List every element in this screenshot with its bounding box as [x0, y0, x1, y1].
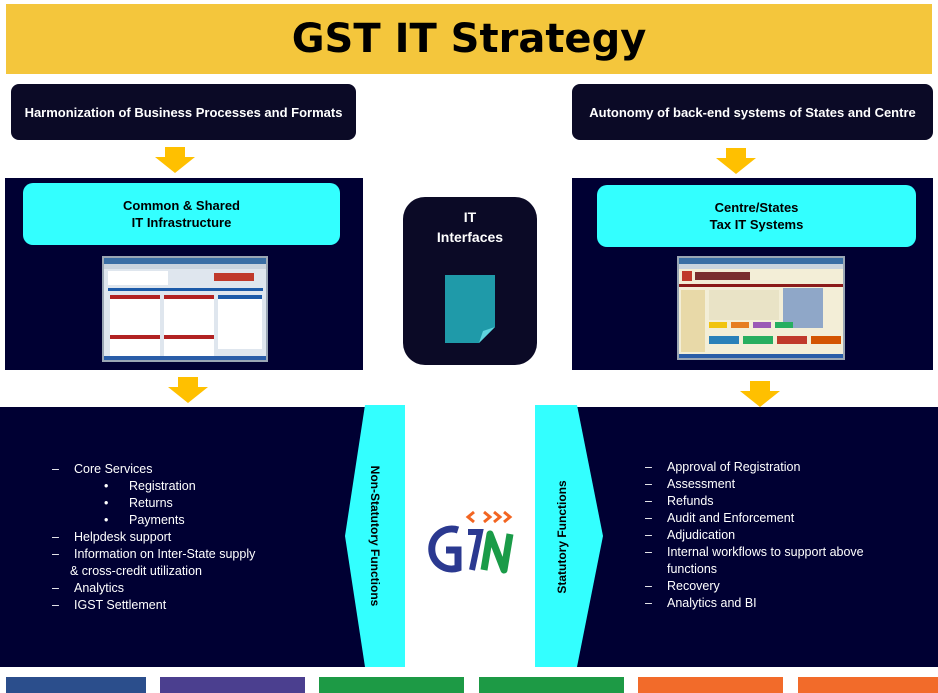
- non-statutory-chevron: [345, 405, 405, 667]
- document-icon: [445, 275, 495, 343]
- website-screenshot-right: [677, 256, 845, 360]
- tax-systems-line1: Centre/States: [714, 200, 799, 215]
- down-arrow-icon: [716, 148, 756, 174]
- list-item: •Returns: [104, 496, 173, 510]
- list-item: –Helpdesk support: [52, 530, 172, 544]
- non-statutory-label: Non-Statutory Functions: [368, 465, 382, 607]
- footer-strip: [479, 677, 624, 693]
- list-item: –IGST Settlement: [52, 598, 167, 612]
- statutory-list: –Approval of Registration –Assessment –R…: [645, 459, 930, 612]
- list-item: –Internal workflows to support above: [645, 545, 864, 559]
- website-screenshot-left: [102, 256, 268, 362]
- statutory-chevron: [535, 405, 603, 667]
- common-infra-box: Common & Shared IT Infrastructure: [23, 183, 340, 245]
- list-item: •Registration: [104, 479, 196, 493]
- list-item: –Assessment: [645, 477, 736, 491]
- it-interfaces-line2: Interfaces: [436, 229, 504, 245]
- list-item: functions: [667, 562, 718, 576]
- tax-systems-line2: Tax IT Systems: [709, 217, 804, 232]
- right-header-text: Autonomy of back-end systems of States a…: [589, 104, 916, 120]
- list-item: –Refunds: [645, 494, 714, 508]
- tax-systems-box: Centre/States Tax IT Systems: [597, 185, 916, 247]
- list-item: –Audit and Enforcement: [645, 511, 795, 525]
- non-statutory-list: –Core Services •Registration •Returns •P…: [52, 461, 352, 614]
- list-item: & cross-credit utilization: [70, 564, 202, 578]
- footer-strip: [319, 677, 464, 693]
- footer-strip: [638, 677, 783, 693]
- down-arrow-icon: [168, 377, 208, 403]
- list-item: –Information on Inter-State supply: [52, 547, 256, 561]
- left-header-text: Harmonization of Business Processes and …: [24, 104, 343, 120]
- footer-strip: [798, 677, 938, 693]
- it-interfaces-line1: IT: [463, 209, 477, 225]
- statutory-label: Statutory Functions: [555, 480, 569, 594]
- list-item: –Analytics and BI: [645, 596, 757, 610]
- list-item: •Payments: [104, 513, 185, 527]
- non-statutory-panel: [0, 407, 365, 667]
- gstn-logo-icon: [428, 510, 514, 574]
- list-item: –Approval of Registration: [645, 460, 801, 474]
- footer-strip: [160, 677, 305, 693]
- common-infra-line1: Common & Shared: [122, 198, 240, 213]
- statutory-panel: [573, 407, 938, 667]
- down-arrow-icon: [155, 147, 195, 173]
- right-header-box: Autonomy of back-end systems of States a…: [572, 84, 933, 140]
- left-header-box: Harmonization of Business Processes and …: [11, 84, 356, 140]
- list-item: –Analytics: [52, 581, 125, 595]
- list-item: –Recovery: [645, 579, 720, 593]
- title-bar: GST IT Strategy: [6, 4, 932, 74]
- footer-strip: [6, 677, 146, 693]
- common-infra-line2: IT Infrastructure: [131, 215, 232, 230]
- down-arrow-icon: [740, 381, 780, 407]
- page-title: GST IT Strategy: [291, 16, 647, 62]
- list-item: –Core Services: [52, 462, 153, 476]
- gstn-logo: [418, 510, 524, 580]
- list-item: –Adjudication: [645, 528, 736, 542]
- it-interfaces-box: IT Interfaces: [403, 197, 537, 365]
